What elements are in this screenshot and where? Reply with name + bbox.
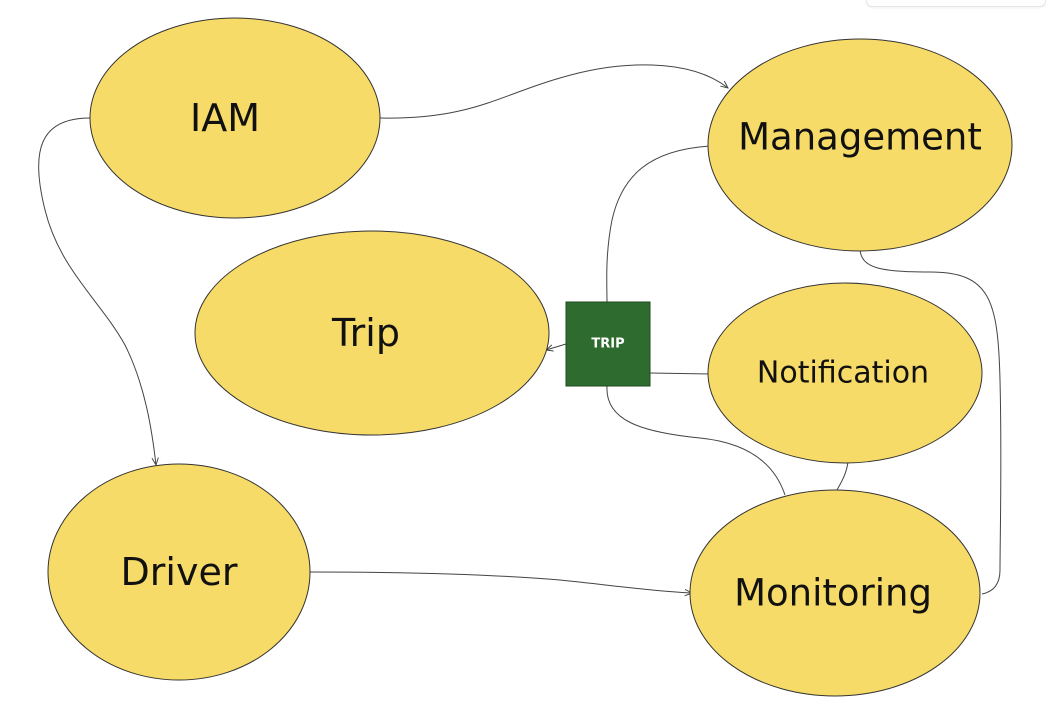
edge-hub-trip <box>546 343 567 350</box>
node-trip-label: Trip <box>331 311 400 355</box>
node-notification[interactable]: Notification <box>707 282 983 464</box>
edge-management-monitoring <box>859 249 1002 595</box>
node-notification-label: Notification <box>757 356 929 391</box>
hub-trip[interactable]: TRIP <box>565 301 651 387</box>
node-iam-label: IAM <box>190 96 260 140</box>
node-iam[interactable]: IAM <box>89 17 381 219</box>
node-management[interactable]: Management <box>707 38 1013 252</box>
node-monitoring-label: Monitoring <box>734 572 932 615</box>
edges <box>38 64 1002 595</box>
node-driver-label: Driver <box>121 550 238 594</box>
edge-notification-hub <box>649 372 711 375</box>
node-management-label: Management <box>738 116 982 159</box>
hub-trip-label: TRIP <box>591 337 624 352</box>
edge-iam-management <box>379 64 728 119</box>
node-trip[interactable]: Trip <box>194 230 550 436</box>
edge-driver-monitoring <box>309 571 692 593</box>
edge-hub-monitoring <box>606 385 786 496</box>
node-driver[interactable]: Driver <box>47 463 311 681</box>
node-monitoring[interactable]: Monitoring <box>689 489 981 697</box>
edge-notification-monitoring <box>835 461 849 493</box>
edge-iam-driver <box>38 117 156 465</box>
edge-management-hub <box>606 145 711 303</box>
